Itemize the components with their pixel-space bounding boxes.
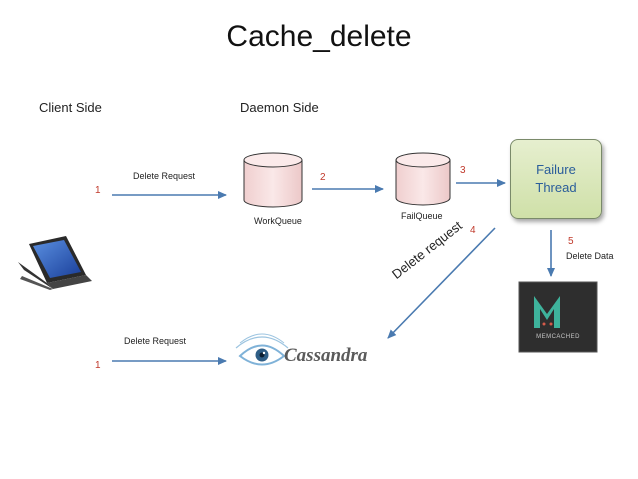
- delete-request-top-label: Delete Request: [133, 171, 196, 181]
- failure-thread-line2: Thread: [535, 180, 577, 195]
- diagram-title: Cache_delete: [226, 20, 412, 53]
- step-5: 5: [568, 236, 574, 247]
- step-1-bottom: 1: [95, 360, 101, 371]
- step-2: 2: [320, 172, 326, 183]
- cassandra-eye-icon: [235, 333, 289, 366]
- delete-data-label: Delete Data: [566, 251, 614, 261]
- failure-thread-line1: Failure: [536, 162, 576, 177]
- client-side-label: Client Side: [39, 100, 102, 115]
- memcached-wordmark: MEMCACHED: [536, 334, 580, 340]
- step-1-top: 1: [95, 185, 101, 196]
- delete-request-bottom-label: Delete Request: [124, 336, 187, 346]
- memcached-logo-icon: [518, 281, 598, 353]
- cassandra-wordmark: Cassandra: [284, 345, 368, 366]
- daemon-side-label: Daemon Side: [240, 100, 319, 115]
- workqueue-label: WorkQueue: [254, 216, 302, 226]
- failure-thread-box: Failure Thread: [510, 139, 602, 219]
- failqueue-label: FailQueue: [401, 211, 443, 221]
- step-4: 4: [470, 225, 476, 236]
- failqueue-cylinder-icon: [395, 152, 451, 206]
- step-3: 3: [460, 165, 466, 176]
- arrow-failure-to-cassandra: [387, 227, 496, 339]
- laptop-icon: [18, 236, 92, 290]
- workqueue-cylinder-icon: [243, 152, 303, 208]
